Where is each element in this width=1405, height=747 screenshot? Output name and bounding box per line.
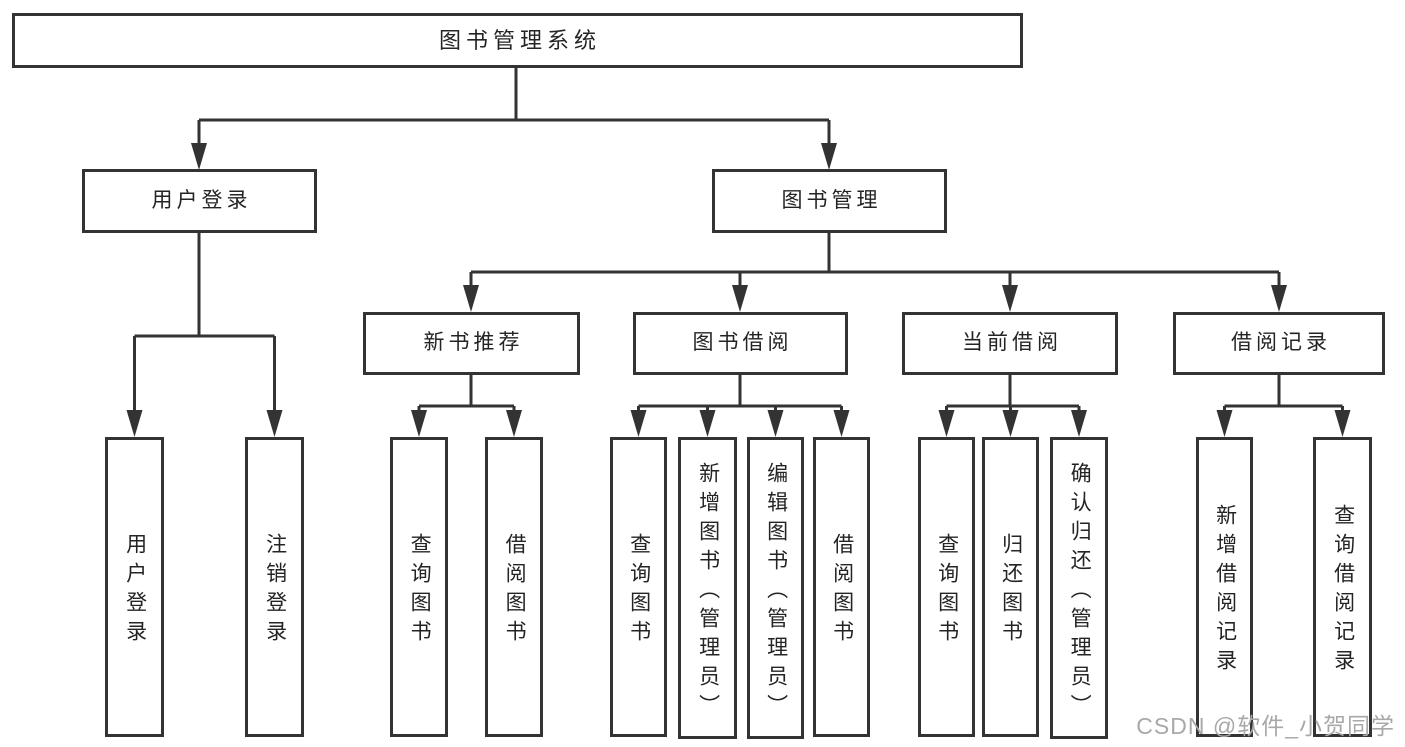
- node-label: 查询借阅记录: [1331, 504, 1355, 678]
- node-label: 用户登录: [123, 533, 147, 649]
- node-label: 借阅图书: [830, 533, 854, 649]
- node-label: 图书管理: [781, 188, 882, 212]
- node-label: 用户登录: [151, 188, 252, 212]
- leaf-query-books-current: 查询图书: [918, 437, 975, 737]
- arrowhead: [463, 285, 479, 312]
- connector-book-borrow-to-leaves: [637, 375, 843, 412]
- arrowhead: [833, 410, 850, 437]
- leaf-add-borrow-record: 新增借阅记录: [1196, 437, 1253, 737]
- arrowhead: [411, 410, 427, 437]
- node-book-management: 图书管理: [712, 169, 947, 233]
- node-book-borrowing: 图书借阅: [633, 312, 848, 375]
- node-new-book-recommendation: 新书推荐: [363, 312, 580, 375]
- watermark: CSDN @软件_小贺同学: [1136, 713, 1395, 739]
- node-label: 当前借阅: [962, 331, 1062, 355]
- leaf-confirm-return-admin: 确认归还（管理员）: [1050, 437, 1108, 739]
- arrowhead: [732, 285, 748, 312]
- arrowhead: [1271, 285, 1287, 312]
- node-label: 确认归还（管理员）: [1068, 461, 1092, 723]
- arrowhead: [266, 410, 283, 437]
- leaf-borrow-books-borrow: 借阅图书: [813, 437, 870, 737]
- node-label: 新增借阅记录: [1213, 504, 1237, 678]
- arrowhead: [630, 410, 647, 437]
- leaf-return-books: 归还图书: [982, 437, 1039, 737]
- leaf-edit-books-admin: 编辑图书（管理员）: [747, 437, 804, 739]
- connector-user-login-to-leaves: [133, 233, 276, 412]
- node-library-management-system: 图书管理系统: [12, 13, 1023, 68]
- arrowhead: [506, 410, 522, 437]
- node-label: 注销登录: [263, 533, 287, 649]
- connector-current-borrow-to-leaves: [945, 375, 1081, 412]
- node-label: 新增图书（管理员）: [696, 461, 720, 723]
- node-current-borrowing: 当前借阅: [902, 312, 1118, 375]
- arrowhead: [1071, 410, 1087, 437]
- connector-book-management-to-level3: [469, 233, 1281, 287]
- leaf-query-books-borrow: 查询图书: [610, 437, 667, 737]
- leaf-borrow-books-recommend: 借阅图书: [485, 437, 543, 737]
- arrowhead: [1002, 285, 1018, 312]
- connector-borrow-records-to-leaves: [1223, 375, 1344, 412]
- node-label: 新书推荐: [423, 331, 524, 355]
- arrowhead: [1334, 410, 1351, 437]
- node-label: 借阅图书: [503, 533, 527, 649]
- arrowhead: [938, 410, 955, 437]
- arrowhead: [1002, 410, 1019, 437]
- leaf-add-books-admin: 新增图书（管理员）: [678, 437, 737, 739]
- arrowhead: [699, 410, 716, 437]
- node-label: 查询图书: [627, 533, 651, 649]
- node-label: 图书借阅: [692, 331, 793, 355]
- connector-root-to-level2: [197, 68, 831, 145]
- leaf-logout: 注销登录: [245, 437, 304, 737]
- node-label: 查询图书: [935, 533, 959, 649]
- node-label: 编辑图书（管理员）: [764, 461, 788, 723]
- arrowhead: [821, 143, 837, 170]
- leaf-user-login: 用户登录: [105, 437, 164, 737]
- node-label: 归还图书: [999, 533, 1023, 649]
- arrowhead: [767, 410, 784, 437]
- leaf-query-books-recommend: 查询图书: [390, 437, 448, 737]
- connector-new-book-to-leaves: [417, 375, 516, 412]
- leaf-query-borrow-record: 查询借阅记录: [1313, 437, 1372, 737]
- arrowhead: [1216, 410, 1233, 437]
- node-label: 借阅记录: [1231, 331, 1331, 355]
- arrowhead: [126, 410, 143, 437]
- node-borrowing-records: 借阅记录: [1173, 312, 1385, 375]
- node-label: 查询图书: [408, 533, 432, 649]
- node-user-login: 用户登录: [82, 169, 317, 233]
- node-label: 图书管理系统: [438, 27, 601, 53]
- arrowhead: [191, 143, 207, 170]
